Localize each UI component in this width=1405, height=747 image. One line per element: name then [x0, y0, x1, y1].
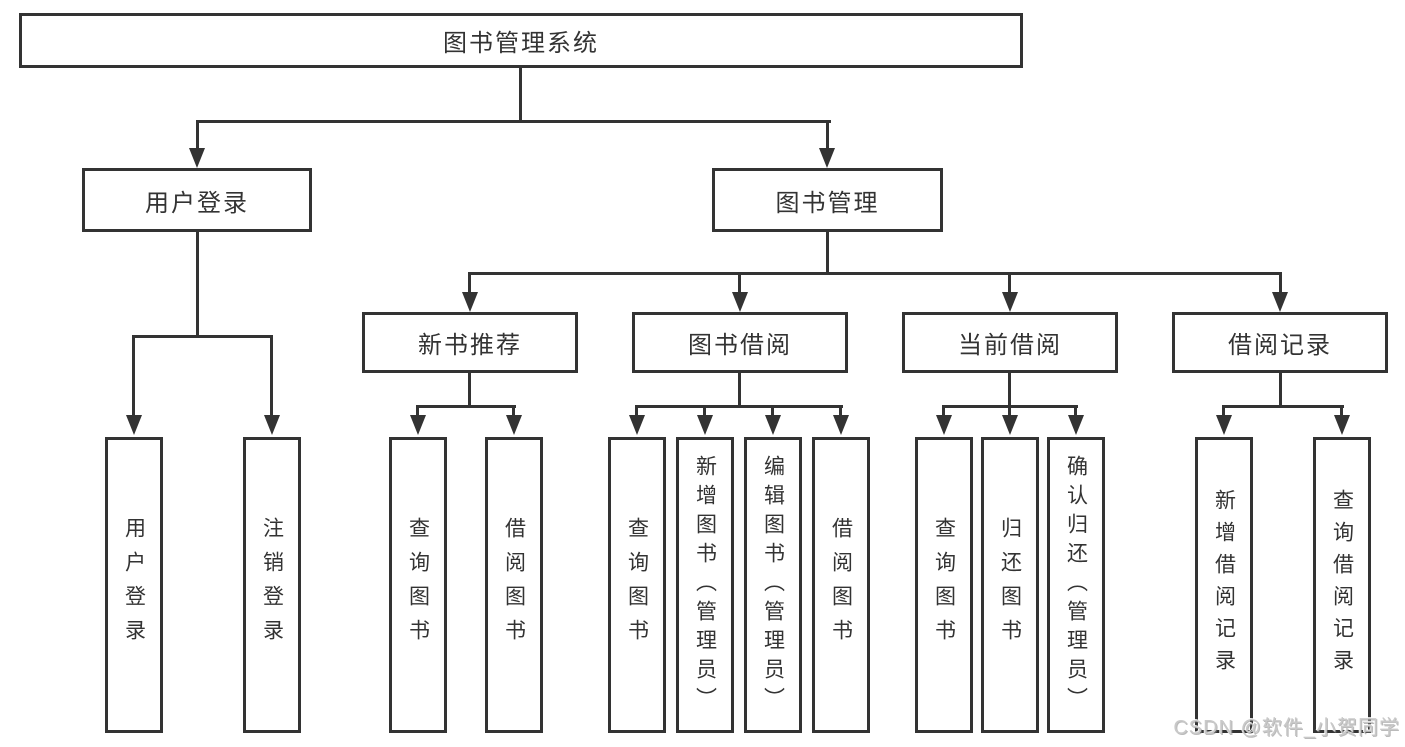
arrow-down-icon: [506, 415, 522, 435]
node-borrow-record: 借阅记录: [1172, 312, 1388, 373]
connector-span: [416, 405, 516, 408]
connector-drop: [738, 373, 741, 405]
connector-stem: [512, 405, 515, 418]
leaf-return-book: 归还图书: [981, 437, 1039, 733]
csdn-watermark: CSDN @软件_小贺同学: [1173, 717, 1400, 739]
connector-drop: [1008, 373, 1011, 405]
leaf-query-book-3-label: 查询图书: [932, 517, 956, 653]
arrow-down-icon: [1216, 415, 1232, 435]
arrow-down-icon: [462, 292, 478, 312]
node-book-management-label: 图书管理: [775, 189, 880, 217]
leaf-logout-label: 注销登录: [260, 517, 284, 653]
connector-bookmgmt-span: [468, 272, 1282, 275]
connector-userlogin-drop: [196, 232, 199, 335]
leaf-return-book-label: 归还图书: [998, 517, 1022, 653]
connector-root-span: [196, 120, 831, 123]
node-book-borrow: 图书借阅: [632, 312, 848, 373]
arrow-down-icon: [1002, 415, 1018, 435]
leaf-query-book-3: 查询图书: [915, 437, 973, 733]
arrow-down-icon: [732, 292, 748, 312]
connector-drop: [1279, 373, 1282, 405]
leaf-add-book-admin: 新增图书（管理员）: [676, 437, 734, 733]
connector-drop: [468, 373, 471, 405]
node-user-login: 用户登录: [82, 168, 312, 232]
connector-stem: [1340, 405, 1343, 418]
node-book-management: 图书管理: [712, 168, 943, 232]
connector-stem: [468, 272, 471, 294]
node-library-system: 图书管理系统: [19, 13, 1023, 68]
arrow-down-icon: [697, 415, 713, 435]
leaf-add-book-admin-label: 新增图书（管理员）: [693, 454, 717, 716]
node-borrow-record-label: 借阅记录: [1228, 332, 1332, 359]
leaf-query-book-1: 查询图书: [389, 437, 447, 733]
connector-stem: [1222, 405, 1225, 418]
node-new-book-recommend: 新书推荐: [362, 312, 578, 373]
connector-stem: [738, 272, 741, 294]
leaf-user-login: 用户登录: [105, 437, 163, 733]
connector-stem: [1008, 272, 1011, 294]
node-user-login-label: 用户登录: [145, 189, 249, 217]
connector-stem: [1074, 405, 1077, 418]
connector-stem: [635, 405, 638, 418]
node-library-system-label: 图书管理系统: [443, 30, 599, 57]
arrow-down-icon: [1334, 415, 1350, 435]
leaf-confirm-return-admin: 确认归还（管理员）: [1047, 437, 1105, 733]
arrow-down-icon: [126, 415, 142, 435]
arrow-down-icon: [1068, 415, 1084, 435]
leaf-borrow-book-2: 借阅图书: [812, 437, 870, 733]
connector-userlogin-span: [132, 335, 273, 338]
connector-stem: [839, 405, 842, 418]
leaf-user-login-label: 用户登录: [122, 517, 146, 653]
leaf-logout: 注销登录: [243, 437, 301, 733]
node-current-borrow-label: 当前借阅: [958, 332, 1062, 359]
node-current-borrow: 当前借阅: [902, 312, 1118, 373]
leaf-edit-book-admin-label: 编辑图书（管理员）: [761, 454, 785, 716]
connector-stem: [416, 405, 419, 418]
connector-span: [1222, 405, 1344, 408]
leaf-confirm-return-admin-label: 确认归还（管理员）: [1064, 454, 1088, 716]
node-new-book-recommend-label: 新书推荐: [418, 332, 522, 359]
arrow-down-icon: [629, 415, 645, 435]
connector-root-drop: [519, 68, 522, 120]
leaf-borrow-book-1: 借阅图书: [485, 437, 543, 733]
arrow-down-icon: [819, 148, 835, 168]
connector-stem: [1008, 405, 1011, 418]
arrow-down-icon: [1002, 292, 1018, 312]
connector-stem: [703, 405, 706, 418]
connector-stem: [1279, 272, 1282, 294]
arrow-down-icon: [264, 415, 280, 435]
connector-stem: [270, 335, 273, 417]
leaf-borrow-book-2-label: 借阅图书: [829, 517, 853, 653]
connector-stem: [132, 335, 135, 417]
connector-bookmgmt-drop: [826, 232, 829, 272]
leaf-edit-book-admin: 编辑图书（管理员）: [744, 437, 802, 733]
connector-stem: [771, 405, 774, 418]
connector-stem-book-mgmt: [826, 120, 829, 152]
arrow-down-icon: [765, 415, 781, 435]
connector-span: [635, 405, 843, 408]
arrow-down-icon: [833, 415, 849, 435]
arrow-down-icon: [1272, 292, 1288, 312]
arrow-down-icon: [189, 148, 205, 168]
leaf-query-borrow-record-label: 查询借阅记录: [1330, 489, 1354, 681]
leaf-add-borrow-record-label: 新增借阅记录: [1212, 489, 1236, 681]
leaf-query-borrow-record: 查询借阅记录: [1313, 437, 1371, 733]
connector-stem: [942, 405, 945, 418]
leaf-borrow-book-1-label: 借阅图书: [502, 517, 526, 653]
arrow-down-icon: [410, 415, 426, 435]
arrow-down-icon: [936, 415, 952, 435]
node-book-borrow-label: 图书借阅: [688, 332, 792, 359]
leaf-query-book-1-label: 查询图书: [406, 517, 430, 653]
connector-stem-user-login: [196, 120, 199, 152]
leaf-query-book-2: 查询图书: [608, 437, 666, 733]
leaf-add-borrow-record: 新增借阅记录: [1195, 437, 1253, 733]
leaf-query-book-2-label: 查询图书: [625, 517, 649, 653]
